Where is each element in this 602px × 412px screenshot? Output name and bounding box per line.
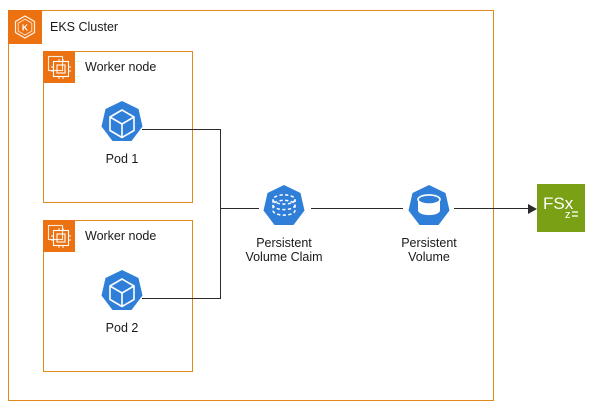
pv-label-line-1: Persistent — [401, 236, 457, 250]
worker-node-1-group — [43, 51, 193, 203]
amazon-fsx-node[interactable]: FSx z — [537, 184, 585, 232]
amazon-fsx-icon: FSx z — [539, 184, 583, 233]
worker-node-2-group — [43, 220, 193, 372]
svg-text:K: K — [22, 22, 29, 32]
persistent-volume-claim-node[interactable]: Persistent Volume Claim — [245, 182, 323, 264]
pv-label-line-2: Volume — [408, 250, 450, 264]
connector-pvc-to-pv — [311, 208, 403, 210]
arrow-head-icon — [528, 203, 537, 214]
persistent-volume-claim-label: Persistent Volume Claim — [245, 236, 322, 264]
pod-1-node[interactable]: Pod 1 — [96, 98, 148, 166]
connector-join-vertical — [220, 129, 222, 299]
eks-cluster-group — [8, 10, 494, 401]
pvc-label-line-1: Persistent — [256, 236, 312, 250]
eks-cluster-label: EKS Cluster — [50, 20, 119, 34]
connector-pod2-to-pvc — [142, 298, 221, 300]
connector-pv-to-fsx — [454, 208, 532, 210]
worker-node-icon — [43, 51, 75, 83]
kubernetes-pv-icon — [403, 182, 455, 239]
pod-1-label: Pod 1 — [105, 152, 139, 166]
worker-node-1-label: Worker node — [85, 60, 157, 74]
persistent-volume-node[interactable]: Persistent Volume — [401, 182, 457, 264]
worker-node-icon — [43, 220, 75, 252]
connector-join-to-pvc — [220, 208, 259, 210]
pod-2-node[interactable]: Pod 2 — [96, 267, 148, 335]
pod-2-label: Pod 2 — [105, 321, 139, 335]
eks-cluster-icon: K — [8, 10, 42, 44]
kubernetes-pod-icon — [96, 98, 148, 155]
persistent-volume-label: Persistent Volume — [401, 236, 457, 264]
connector-pod1-to-pvc — [142, 129, 221, 131]
pvc-label-line-2: Volume Claim — [245, 250, 323, 264]
kubernetes-pvc-icon — [258, 182, 310, 239]
kubernetes-pod-icon — [96, 267, 148, 324]
svg-text:FSx: FSx — [543, 194, 574, 213]
svg-text:z: z — [565, 209, 571, 221]
worker-node-2-label: Worker node — [85, 229, 157, 243]
